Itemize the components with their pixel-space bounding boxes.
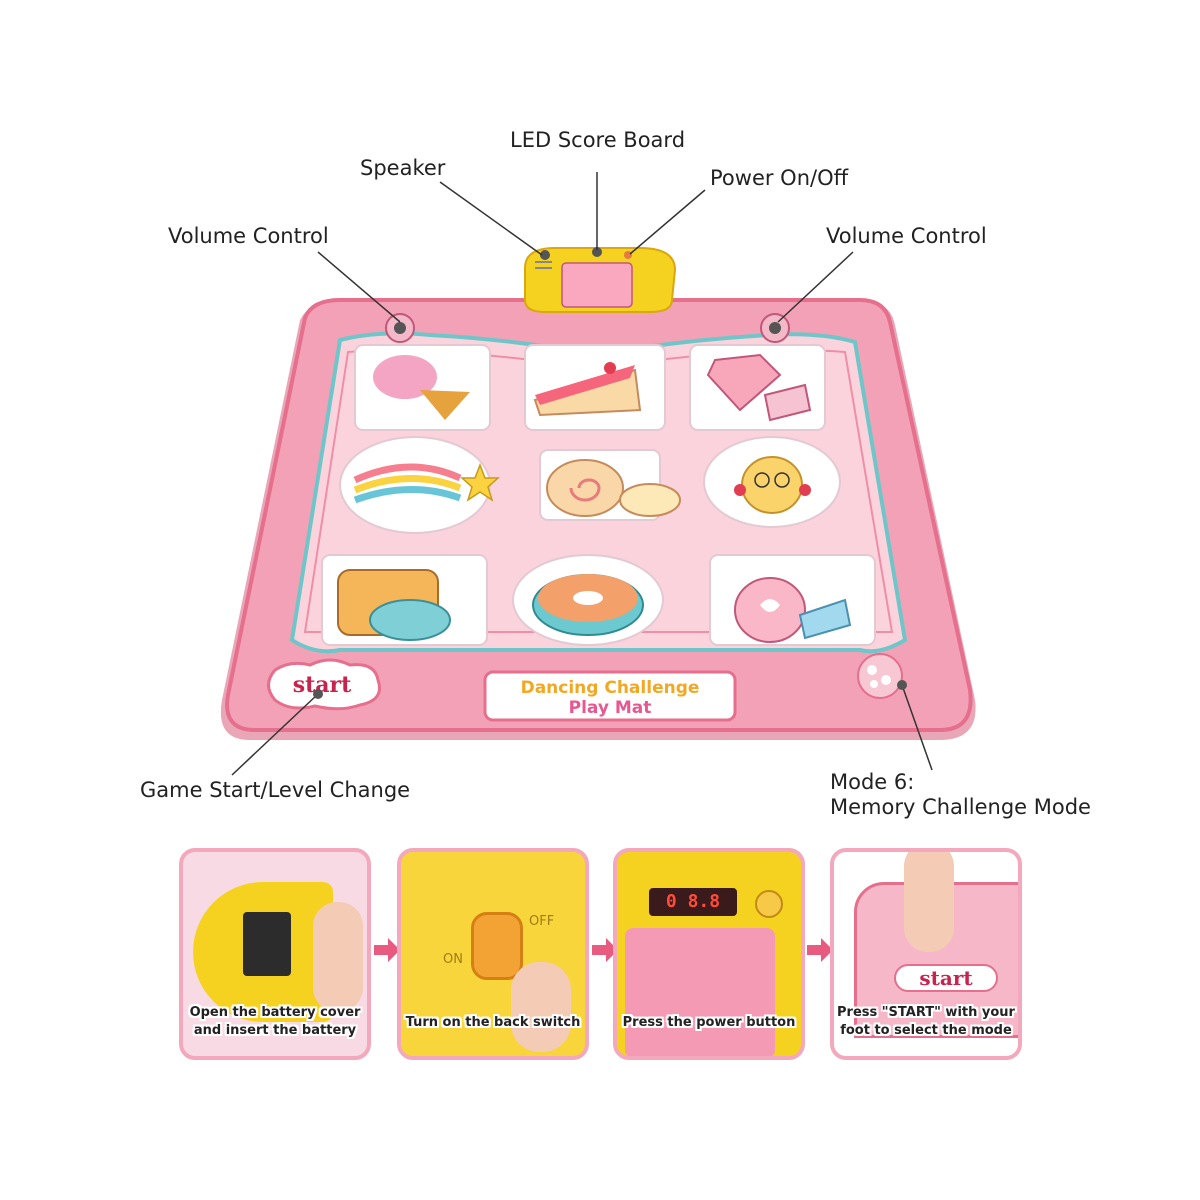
led-score-board-label: LED Score Board: [510, 128, 686, 152]
volume-control-right-label: Volume Control: [826, 224, 987, 248]
mini-mat-grid: [625, 928, 775, 1056]
power-button[interactable]: [624, 251, 632, 259]
step-4-caption: Press "START" with your foot to select t…: [837, 1005, 1015, 1038]
speaker-label: Speaker: [360, 156, 446, 180]
step-4-start-badge: start: [894, 964, 998, 992]
mode-6-flower-button[interactable]: [857, 653, 903, 699]
switch-off-label: OFF: [529, 914, 555, 929]
volume-left-button[interactable]: [385, 313, 415, 343]
step-2-panel: ON OFF Turn on the back switch: [397, 848, 589, 1060]
led-display: 0 8.8: [649, 888, 737, 916]
tile-cake-slice[interactable]: [524, 344, 666, 431]
volume-control-left-label: Volume Control: [168, 224, 329, 248]
callout-leader-lines: [231, 172, 933, 776]
game-start-label: Game Start/Level Change: [140, 778, 411, 802]
mode6-label-line1: Mode 6:: [830, 770, 915, 794]
arrow-right-icon: [592, 938, 618, 962]
tile-bee-cupcake[interactable]: [703, 436, 841, 528]
callout-dots: [313, 680, 907, 699]
back-switch[interactable]: [471, 912, 523, 980]
step-1-panel: Open the battery cover and insert the ba…: [179, 848, 371, 1060]
hand-icon: [313, 902, 363, 1012]
tile-donut[interactable]: [512, 554, 664, 646]
mat-start-button[interactable]: start: [267, 658, 381, 711]
tile-diamond[interactable]: [689, 344, 826, 431]
led-score-board: [561, 262, 633, 308]
step-3-caption: Press the power button: [622, 1015, 796, 1030]
tile-swiss-roll-cat[interactable]: [539, 449, 681, 521]
power-button-icon[interactable]: [755, 890, 783, 918]
arrow-right-icon: [374, 938, 400, 962]
step-2-caption: Turn on the back switch: [405, 1015, 581, 1030]
power-label: Power On/Off: [710, 166, 849, 190]
mat-title-line1: Dancing Challenge: [521, 678, 700, 698]
volume-right-button[interactable]: [760, 313, 790, 343]
speaker-icon: [535, 261, 552, 269]
battery-icon: [243, 912, 291, 976]
mat-title-line2: Play Mat: [569, 698, 652, 718]
finger-icon: [511, 962, 571, 1052]
tile-ice-cream[interactable]: [354, 344, 491, 431]
tile-rainbow-star[interactable]: [339, 436, 500, 534]
led-indicator-dot: [592, 247, 602, 257]
mode6-label-line2: Memory Challenge Mode: [830, 795, 1091, 819]
tile-candy-bag[interactable]: [709, 554, 876, 646]
arrow-right-icon: [807, 938, 833, 962]
step-4-panel: start Press "START" with your foot to se…: [830, 848, 1022, 1060]
speaker-dot: [540, 250, 550, 260]
mat-title-plate: Dancing Challenge Play Mat: [483, 670, 737, 722]
step-1-caption: Open the battery cover and insert the ba…: [189, 1005, 361, 1038]
step-3-panel: 0 8.8 Press the power button: [613, 848, 805, 1060]
foot-icon: [904, 852, 954, 952]
switch-on-label: ON: [443, 952, 463, 967]
control-box: [524, 247, 677, 313]
tile-toast-coffee[interactable]: [321, 554, 488, 646]
